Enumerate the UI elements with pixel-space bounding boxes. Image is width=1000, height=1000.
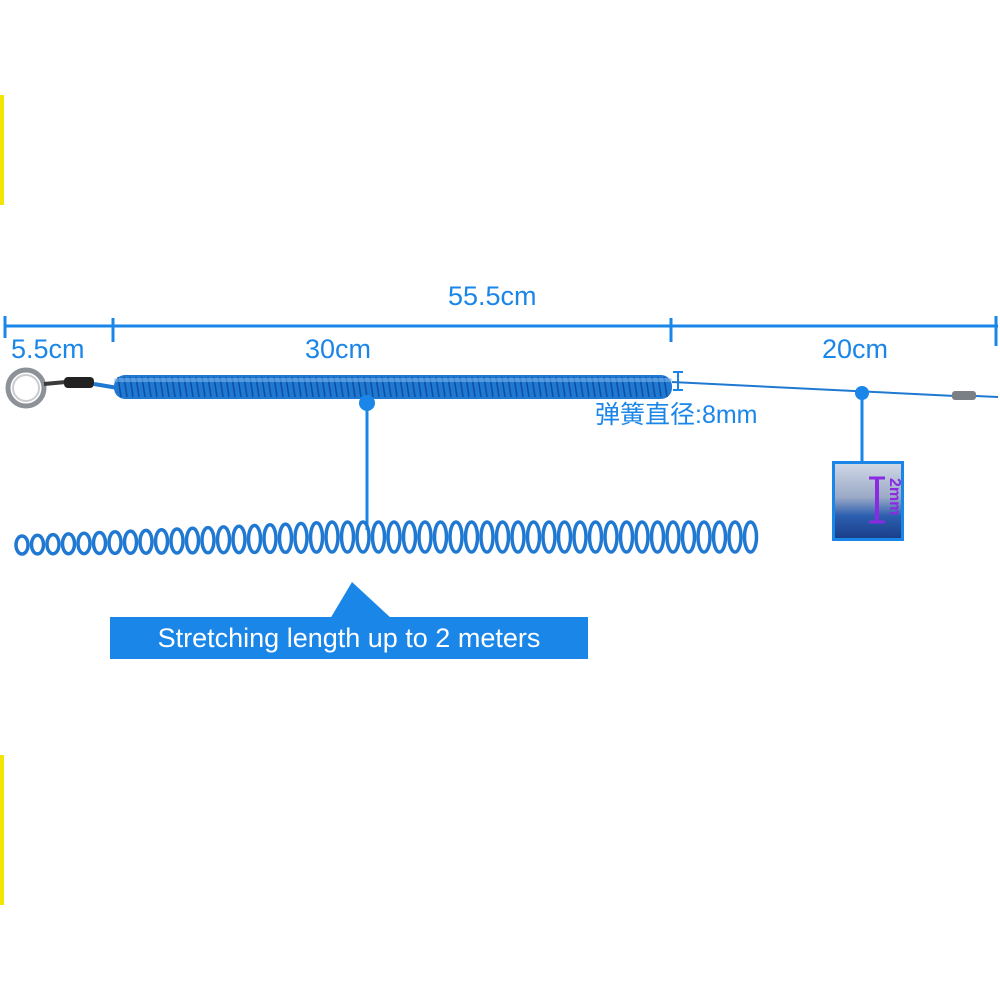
stretched-coil-turn	[355, 520, 371, 554]
stretched-coil-turn	[525, 520, 542, 554]
stretched-coil-turn	[448, 520, 464, 554]
stretched-coil-turn	[370, 520, 387, 554]
dimension-line	[3, 316, 998, 346]
stretched-coil-turn	[649, 520, 666, 554]
coil-length-label: 30cm	[305, 334, 372, 364]
stretched-coil-turn	[727, 520, 743, 554]
stretched-coil-turn	[293, 521, 309, 554]
stretched-coil-turn	[262, 523, 278, 555]
stretched-coil-turn	[45, 532, 61, 556]
stretched-coil-turn	[494, 520, 511, 554]
stretched-coil-turn	[587, 520, 604, 554]
stretched-coil-turn	[215, 525, 232, 555]
stretched-coil-turn	[138, 528, 154, 555]
callout-wire	[855, 386, 869, 462]
stretched-coil-turn	[696, 520, 712, 554]
stretched-coil-turn	[324, 520, 340, 554]
stretched-coil-turn	[169, 527, 185, 555]
stretched-coil-turn	[60, 532, 77, 556]
stretched-coil-turn	[618, 520, 635, 554]
stretched-coil-turn	[246, 523, 263, 555]
side-bar-top	[0, 95, 4, 205]
stretched-coil-turn	[603, 520, 619, 554]
stretched-coil-turn	[277, 522, 294, 555]
wire-diameter-label: 2mm	[886, 478, 903, 516]
stretched-coil-turn	[91, 530, 108, 556]
stretched-coil-turn	[541, 520, 557, 554]
coil-diameter-label: 弹簧直径:8mm	[595, 401, 758, 429]
stretched-coil-turn	[432, 520, 449, 554]
wire-length-label: 20cm	[822, 334, 889, 364]
stretched-coil-turn	[711, 520, 728, 554]
stretched-coil-turn	[200, 525, 216, 555]
stretched-coil-turn	[122, 529, 139, 556]
stretched-coil-turn	[417, 520, 433, 554]
stretched-coil-turn	[665, 520, 681, 554]
stretched-coil-turn	[742, 520, 759, 554]
banner-arrow	[330, 582, 392, 619]
stretched-coil-turn	[29, 533, 46, 556]
stretched-coil-turn	[153, 527, 170, 555]
coil-compressed	[114, 375, 672, 399]
stretched-coil-turn	[510, 520, 526, 554]
stretched-coil-turn	[14, 534, 30, 556]
ring-length-label: 5.5cm	[11, 334, 85, 364]
stretched-coil-turn	[339, 520, 356, 554]
stretched-coil-turn	[634, 520, 650, 554]
wire-diameter-inset: 2mm	[832, 461, 904, 541]
stretched-coil-turn	[401, 520, 418, 554]
stretched-coil-turn	[107, 530, 123, 556]
stretched-coil-turn	[386, 520, 402, 554]
stretched-coil-turn	[184, 526, 201, 555]
stretched-coil-turn	[680, 520, 697, 554]
crimp-connector	[43, 377, 119, 390]
total-length-label: 55.5cm	[448, 281, 537, 311]
stretched-coil-turn	[572, 520, 588, 554]
stretched-coil-turn	[479, 520, 495, 554]
stretched-coil-turn	[556, 520, 573, 554]
key-ring-icon	[5, 367, 47, 409]
stretched-coil-turn	[308, 520, 325, 554]
callout-coil	[359, 395, 375, 530]
stretched-coil-turn	[463, 520, 480, 554]
stretch-banner: Stretching length up to 2 meters	[110, 617, 588, 659]
coil-stretched	[14, 520, 759, 556]
thin-wire	[671, 381, 999, 400]
wire-diameter-marker-icon	[869, 476, 885, 524]
side-bar-bottom	[0, 755, 4, 905]
stretched-coil-turn	[231, 524, 247, 555]
coil-diameter-marker	[673, 371, 683, 391]
stretched-coil-turn	[76, 531, 92, 556]
